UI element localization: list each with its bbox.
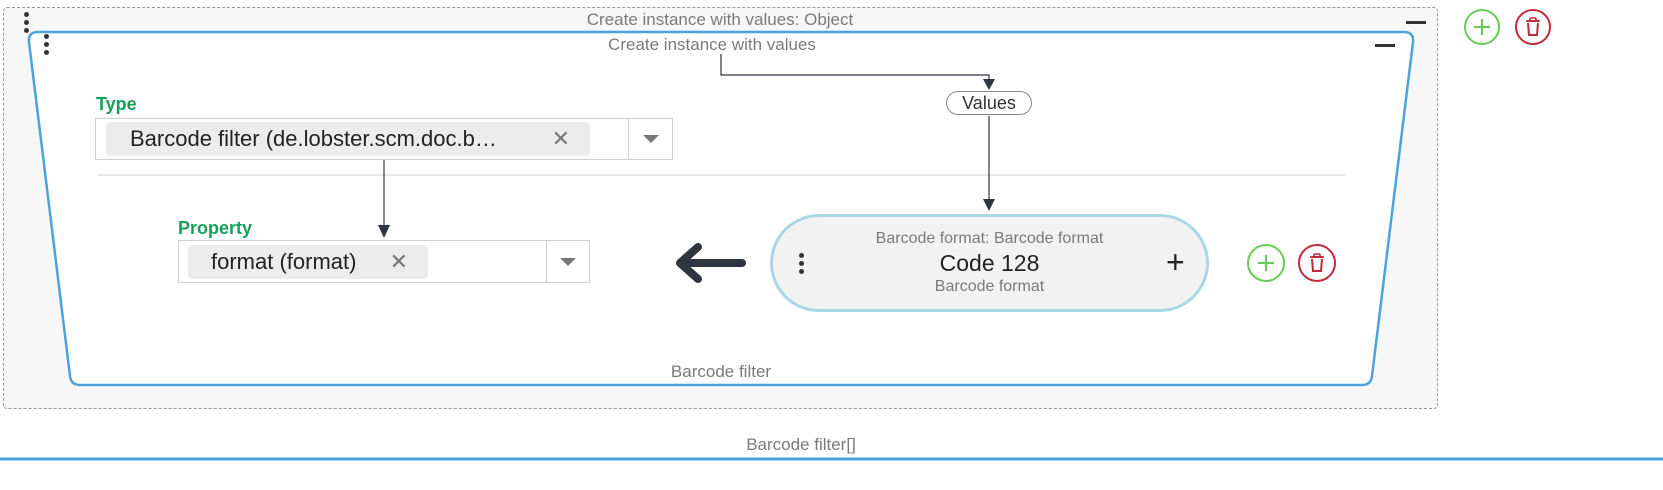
outer-add-button[interactable] <box>1464 9 1500 45</box>
outer-collapse-icon[interactable] <box>1406 21 1426 24</box>
add-icon <box>1474 19 1490 35</box>
node-plus-icon[interactable]: + <box>1166 244 1185 280</box>
outer-kebab-icon[interactable] <box>21 12 31 33</box>
node-delete-button[interactable] <box>1298 244 1336 282</box>
property-chip: format (format) ✕ <box>188 244 428 279</box>
property-label: Property <box>178 218 253 238</box>
arrow-left-icon <box>676 243 746 283</box>
node-subtitle: Barcode format <box>934 278 1045 295</box>
inner-title: Create instance with values <box>608 35 816 54</box>
inner-kebab-icon[interactable] <box>41 34 51 55</box>
property-dropdown-icon[interactable] <box>546 241 589 282</box>
property-select[interactable]: format (format) ✕ <box>178 240 590 283</box>
type-chip-label: Barcode filter (de.lobster.scm.doc.b… <box>130 126 497 151</box>
type-chip: Barcode filter (de.lobster.scm.doc.b… ✕ <box>106 122 590 156</box>
node-value: Code 128 <box>939 250 1040 276</box>
type-label: Type <box>96 94 137 114</box>
inner-footer: Barcode filter <box>670 362 772 381</box>
barcode-format-node[interactable] <box>770 214 1209 312</box>
outer-delete-button[interactable] <box>1515 9 1551 45</box>
type-clear-icon[interactable]: ✕ <box>551 126 570 151</box>
node-kebab-icon[interactable] <box>796 253 806 274</box>
delete-icon <box>1310 253 1324 272</box>
property-clear-icon[interactable]: ✕ <box>389 248 408 274</box>
outer-title: Create instance with values: Object <box>586 10 854 29</box>
values-pill[interactable]: Values <box>946 91 1032 115</box>
property-chip-label: format (format) <box>211 248 357 274</box>
type-select[interactable]: Barcode filter (de.lobster.scm.doc.b… ✕ <box>95 118 673 160</box>
type-dropdown-icon[interactable] <box>628 119 672 159</box>
bottom-label: Barcode filter[] <box>746 435 856 454</box>
node-title: Barcode format: Barcode format <box>875 230 1104 247</box>
node-add-button[interactable] <box>1247 244 1285 282</box>
add-icon <box>1258 255 1274 271</box>
delete-icon <box>1526 17 1540 36</box>
inner-collapse-icon[interactable] <box>1375 44 1395 47</box>
